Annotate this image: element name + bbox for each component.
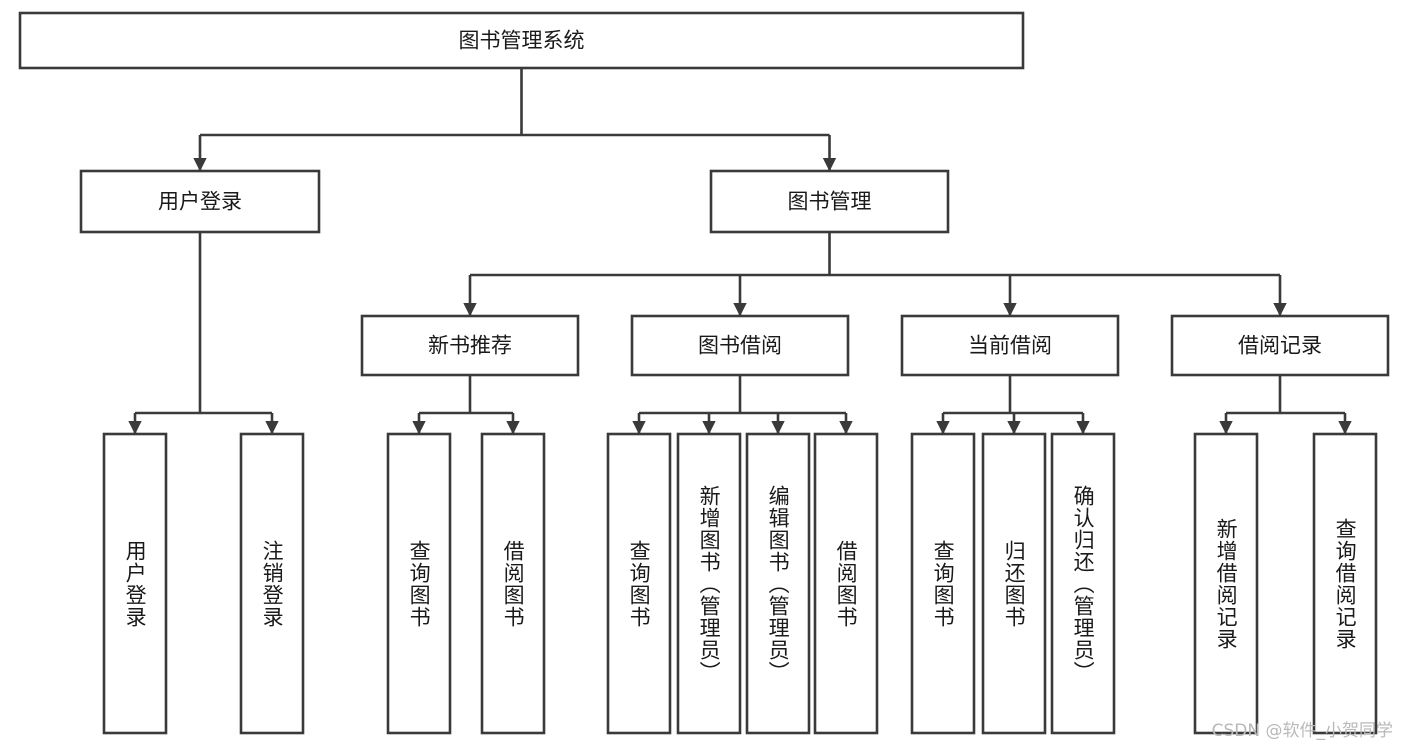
node-box-leaf-return-book[interactable] [981, 432, 1047, 735]
node-label-book-borrow: 图书借阅 [698, 334, 782, 358]
node-box-leaf-edit-book[interactable] [745, 432, 811, 735]
node-boxes [18, 11, 1390, 735]
node-box-book-manage[interactable] [709, 169, 950, 234]
node-box-new-book-rec[interactable] [360, 314, 580, 377]
node-box-leaf-user-logout[interactable] [239, 432, 305, 735]
connector-lines [128, 68, 1352, 435]
node-box-leaf-query-book-rec[interactable] [386, 432, 452, 735]
watermark-text: CSDN @软件_小贺同学 [1211, 721, 1393, 741]
node-box-leaf-confirm-return[interactable] [1050, 432, 1116, 735]
node-box-leaf-borrow-book[interactable] [813, 432, 879, 735]
node-box-leaf-borrow-book-rec[interactable] [480, 432, 546, 735]
node-label-root: 图书管理系统 [459, 29, 585, 53]
node-box-leaf-user-login[interactable] [102, 432, 168, 735]
node-box-current-borrow[interactable] [900, 314, 1120, 377]
node-box-root[interactable] [18, 11, 1025, 70]
node-box-leaf-query-book-borrow[interactable] [606, 432, 672, 735]
node-box-leaf-query-book-cur[interactable] [910, 432, 976, 735]
node-label-new-book-rec: 新书推荐 [428, 334, 512, 358]
node-box-user-login[interactable] [79, 169, 321, 234]
node-label-borrow-record: 借阅记录 [1238, 334, 1322, 358]
node-box-leaf-add-book[interactable] [676, 432, 742, 735]
node-label-book-manage: 图书管理 [788, 190, 872, 214]
node-box-leaf-add-record[interactable] [1193, 432, 1259, 735]
node-label-current-borrow: 当前借阅 [968, 334, 1052, 358]
node-box-borrow-record[interactable] [1170, 314, 1390, 377]
node-label-user-login: 用户登录 [158, 190, 242, 214]
node-box-book-borrow[interactable] [630, 314, 850, 377]
node-box-leaf-query-record[interactable] [1312, 432, 1378, 735]
